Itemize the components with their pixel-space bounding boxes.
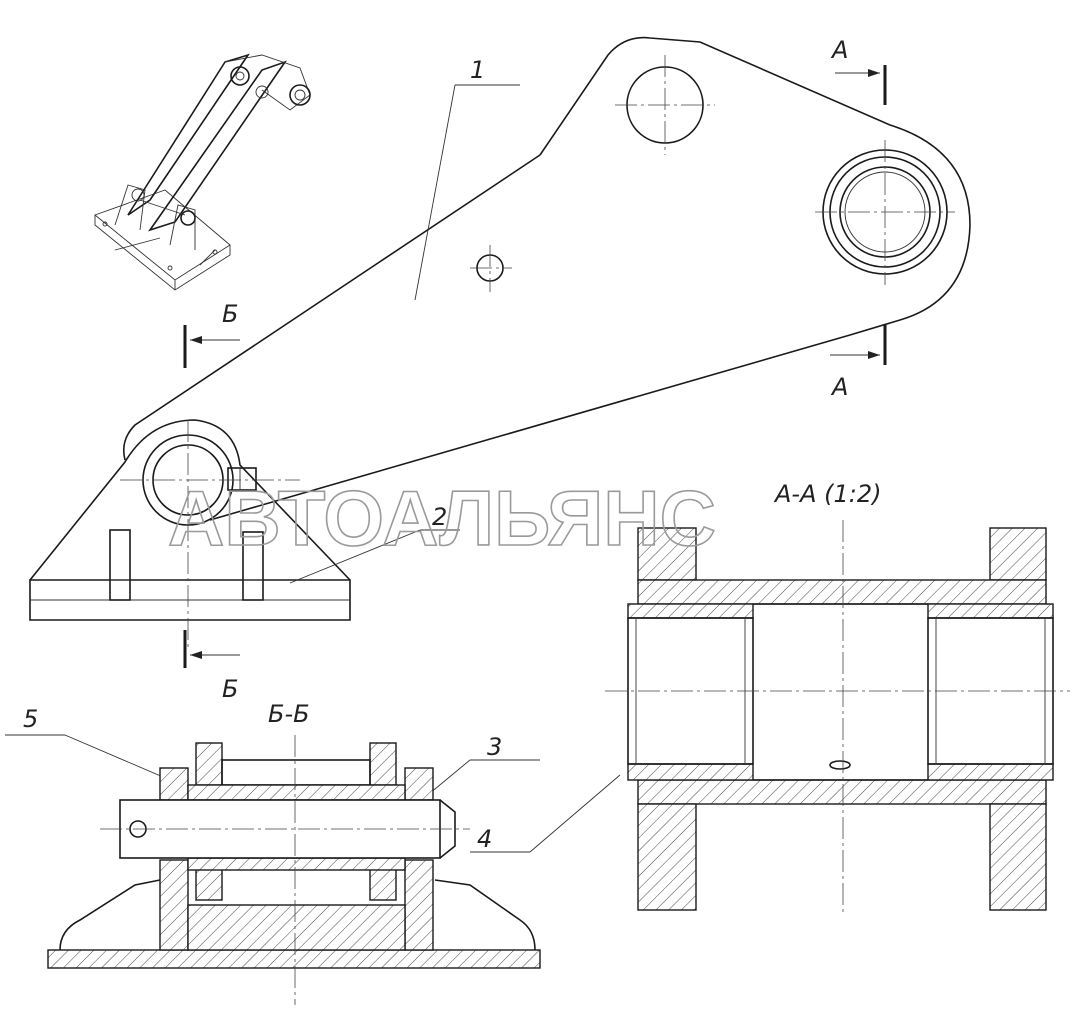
section-label-b-top: Б <box>222 300 238 328</box>
leader-lines <box>5 84 621 853</box>
part-number-5: 5 <box>23 705 38 733</box>
lever-main-view <box>29 36 971 650</box>
section-marker-a <box>830 65 887 365</box>
section-label-a-bottom: А <box>830 373 848 401</box>
section-aa-title: А-А (1:2) <box>773 480 881 508</box>
section-label-a-top: А <box>830 36 848 64</box>
part-number-1: 1 <box>470 56 485 84</box>
watermark: АВТОАЛЬЯНС <box>168 474 716 562</box>
section-aa-view <box>605 520 1070 915</box>
part-number-2: 2 <box>432 503 447 531</box>
section-marker-b <box>183 325 240 668</box>
section-bb-title: Б-Б <box>268 700 310 728</box>
part-number-3: 3 <box>487 733 502 761</box>
section-bb-view <box>47 735 541 1005</box>
part-number-4: 4 <box>477 825 492 853</box>
isometric-view <box>94 53 311 291</box>
section-label-b-bottom: Б <box>222 675 238 703</box>
drawing-labels: 1 2 3 4 5 А А Б Б Б-Б А-А (1:2) <box>23 36 881 853</box>
